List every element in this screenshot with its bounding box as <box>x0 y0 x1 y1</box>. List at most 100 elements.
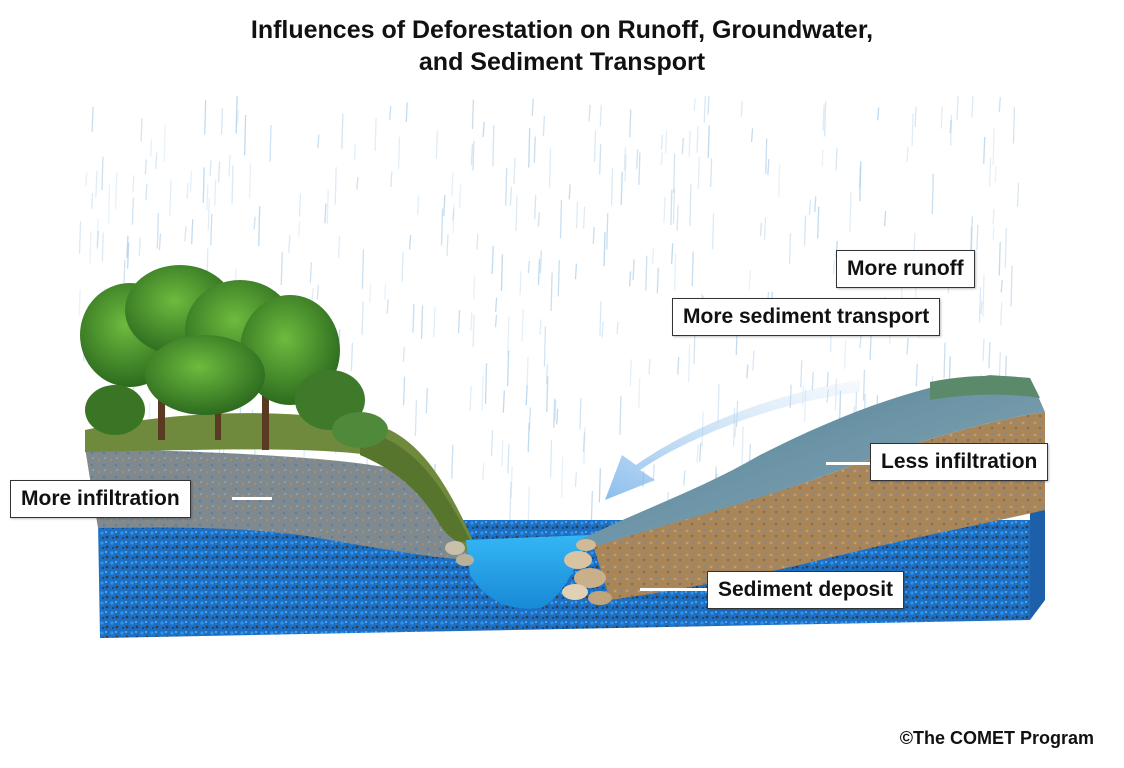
rain-streak <box>515 195 518 231</box>
rain-streak <box>628 271 632 287</box>
rain-streak <box>748 269 751 290</box>
rain-streak <box>561 456 564 498</box>
rain-streak <box>877 107 880 121</box>
rain-streak <box>408 234 412 250</box>
rain-streak <box>983 136 986 164</box>
rain-streak <box>155 152 158 169</box>
rain-streak <box>126 235 129 259</box>
rain-streak <box>220 108 224 135</box>
rain-streak <box>672 188 676 224</box>
rain-streak <box>980 300 983 314</box>
rain-streak <box>528 407 532 430</box>
rain-streak <box>788 232 792 265</box>
rain-streak <box>490 430 494 456</box>
rain-streak <box>914 106 917 128</box>
rain-streak <box>521 309 524 342</box>
rain-streak <box>78 289 81 316</box>
rain-streak <box>414 400 418 437</box>
more-infiltration-leader <box>232 497 272 500</box>
rain-streak <box>553 398 556 428</box>
rain-streak <box>632 259 635 280</box>
rain-streak <box>492 125 495 167</box>
bare-slope-surface <box>580 375 1045 545</box>
rain-streak <box>599 144 602 175</box>
rain-streak <box>472 140 475 171</box>
rain-streak <box>184 226 187 242</box>
rain-streak <box>353 144 357 161</box>
rain-streak <box>940 106 943 129</box>
rain-streak <box>451 444 454 479</box>
rain-streak <box>469 385 472 411</box>
rain-streak <box>949 120 952 134</box>
rain-streak <box>582 206 586 229</box>
rain-streak <box>101 156 104 191</box>
rain-streak <box>575 201 579 229</box>
rain-streak <box>976 224 979 251</box>
rain-streak <box>629 109 632 138</box>
rain-streak <box>610 168 614 206</box>
rain-streak <box>911 113 914 146</box>
rain-streak <box>433 307 436 338</box>
rain-streak <box>543 326 547 367</box>
rain-streak <box>140 118 143 142</box>
rain-streak <box>606 213 609 250</box>
sediment-deposit-label: Sediment deposit <box>707 571 905 609</box>
rain-streak <box>998 97 1001 112</box>
rain-streak <box>652 464 655 482</box>
rain-streak <box>822 104 825 131</box>
rain-streak <box>663 196 666 223</box>
rain-streak <box>527 486 530 527</box>
rain-streak <box>982 338 985 361</box>
rain-streak <box>826 371 829 387</box>
rain-streak <box>417 195 420 215</box>
rain-streak <box>574 263 578 280</box>
rain-streak <box>502 390 505 413</box>
rain-streak <box>509 481 512 521</box>
rain-streak <box>132 175 135 192</box>
rain-streak <box>326 189 329 224</box>
rain-streak <box>115 172 118 210</box>
rain-streak <box>568 184 571 200</box>
rain-streak <box>217 161 221 183</box>
rain-streak <box>556 408 559 425</box>
rain-streak <box>988 342 991 369</box>
slope-top-edge <box>930 375 1040 400</box>
rain-streak <box>383 283 387 300</box>
rain-streak <box>526 357 529 385</box>
rain-streak <box>402 347 406 362</box>
rain-streak <box>525 385 528 406</box>
rain-streak <box>471 99 475 130</box>
rain-streak <box>734 421 737 437</box>
rain-streak <box>693 98 696 111</box>
rain-streak <box>253 216 256 230</box>
rain-streak <box>943 342 946 379</box>
rain-streak <box>546 376 549 412</box>
rain-streak <box>389 105 392 120</box>
rain-streak <box>209 160 212 176</box>
rain-streak <box>126 242 130 269</box>
rain-streak <box>711 213 715 250</box>
more-infiltration-label: More infiltration <box>10 480 191 518</box>
rain-streak <box>740 100 743 117</box>
rain-streak <box>859 335 862 349</box>
rain-streak <box>1000 279 1003 293</box>
rain-streak <box>243 115 247 156</box>
rain-streak <box>994 166 997 182</box>
rain-streak <box>545 364 549 384</box>
forest-soil-layer <box>85 448 470 560</box>
rain-streak <box>691 251 694 287</box>
rain-streak <box>1012 107 1016 144</box>
rain-streak <box>660 134 664 150</box>
rain-streak <box>823 101 827 137</box>
rain-streak <box>688 130 691 157</box>
rain-streak <box>579 398 582 430</box>
rain-streak <box>527 260 531 274</box>
rain-streak <box>207 198 210 232</box>
rain-streak <box>539 250 543 274</box>
rain-streak <box>501 440 504 466</box>
rain-streak <box>671 243 674 265</box>
rain-streak <box>457 310 461 334</box>
title-line-1: Influences of Deforestation on Runoff, G… <box>250 16 874 44</box>
rain-streak <box>752 350 755 371</box>
rain-streak <box>814 196 817 213</box>
